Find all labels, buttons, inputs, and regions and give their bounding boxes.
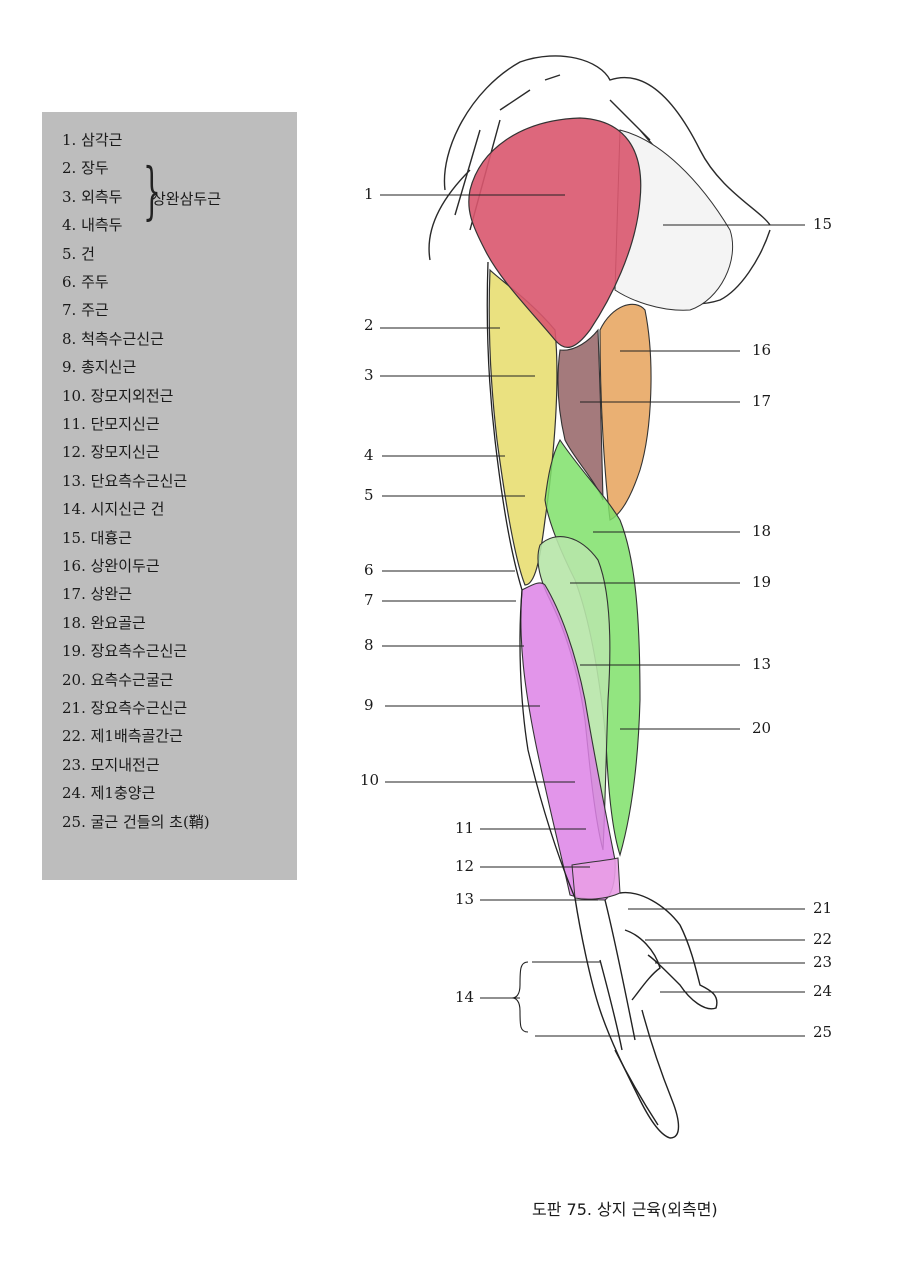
legend-item: 14. 시지신근 건 <box>62 500 165 519</box>
wrist-band <box>571 857 621 900</box>
legend-item: 20. 요측수근굴근 <box>62 670 174 689</box>
callout-number: 4 <box>364 446 374 464</box>
legend-item: 23. 모지내전근 <box>62 755 160 774</box>
callout-number: 7 <box>364 591 374 609</box>
callout-number: 24 <box>813 982 833 1000</box>
callout-number: 21 <box>813 899 833 917</box>
callout-number: 13 <box>752 655 772 673</box>
callout-number: 16 <box>752 341 772 359</box>
callout-number: 2 <box>364 316 374 334</box>
legend-item: 21. 장요측수근신근 <box>62 699 188 717</box>
callout-number: 13 <box>455 890 475 908</box>
callout-number: 8 <box>364 636 374 654</box>
triceps-group-brace: } <box>143 154 161 227</box>
callout-number: 22 <box>813 930 833 948</box>
right-leader-lines <box>535 224 805 1037</box>
callout-number: 25 <box>813 1023 833 1041</box>
deltoid-muscle <box>468 117 642 348</box>
callout-number: 11 <box>455 819 475 837</box>
pectoralis-area <box>614 129 734 311</box>
legend-item: 7. 주근 <box>62 301 109 320</box>
callout-number: 18 <box>752 522 772 540</box>
legend-item: 25. 굴근 건들의 초(鞘) <box>62 812 210 831</box>
brachialis-muscle <box>557 328 604 501</box>
arm-outer-outline <box>486 261 576 899</box>
legend-panel <box>42 112 297 880</box>
legend-item: 3. 외측두 <box>62 187 123 206</box>
legend-item: 16. 상완이두근 <box>62 557 160 575</box>
callout-number: 5 <box>364 486 374 504</box>
callout-number: 1 <box>364 185 374 203</box>
legend-item: 17. 상완근 <box>62 585 133 604</box>
legend-item: 19. 장요측수근신근 <box>62 642 188 661</box>
callout-number: 23 <box>813 953 833 971</box>
callout-number: 3 <box>364 366 374 384</box>
callout-number: 14 <box>455 988 475 1006</box>
legend-item: 13. 단요측수근신근 <box>62 471 188 490</box>
callout-number: 19 <box>752 573 772 591</box>
legend-item: 6. 주두 <box>62 273 109 291</box>
callout-number: 20 <box>752 719 772 737</box>
callout-number: 17 <box>752 392 772 410</box>
legend-item: 12. 장모지신근 <box>62 443 160 462</box>
callout-number: 9 <box>364 696 374 714</box>
callout-14-bracket <box>511 961 529 1033</box>
legend-item: 2. 장두 <box>62 159 109 178</box>
callout-number: 10 <box>360 771 380 789</box>
legend-item: 24. 제1충양근 <box>62 784 156 803</box>
legend-item: 5. 건 <box>62 244 95 263</box>
legend-item: 22. 제1배측골간근 <box>62 727 183 746</box>
legend-item: 8. 척측수근신근 <box>62 329 164 348</box>
figure-caption: 도판 75. 상지 근육(외측면) <box>532 1200 718 1219</box>
legend-item: 9. 총지신근 <box>62 358 137 377</box>
legend-item: 15. 대흉근 <box>62 528 133 547</box>
callout-number: 6 <box>364 561 374 579</box>
triceps-group-label: 상완삼두근 <box>152 190 222 208</box>
legend-item: 18. 완요골근 <box>62 613 146 632</box>
biceps-muscle <box>599 303 652 521</box>
callout-number: 15 <box>813 215 833 233</box>
legend-item: 10. 장모지외전근 <box>62 386 174 405</box>
callout-number: 12 <box>455 857 475 875</box>
legend-item: 4. 내측두 <box>62 216 123 235</box>
hand-outline <box>574 891 718 1139</box>
legend-item: 11. 단모지신근 <box>62 415 160 433</box>
legend-item: 1. 삼각근 <box>62 131 123 149</box>
